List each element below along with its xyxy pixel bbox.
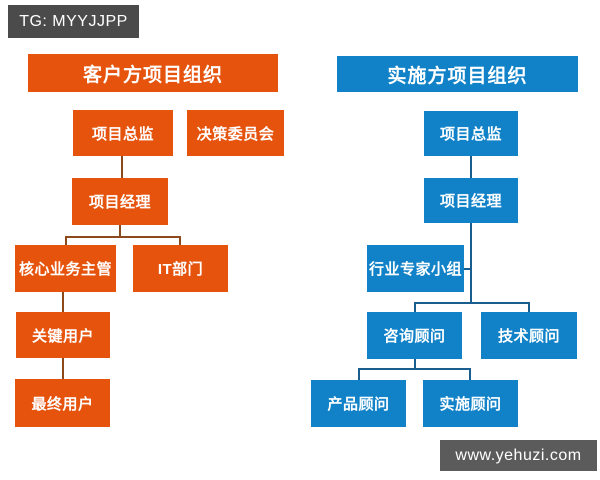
connector-line — [119, 225, 121, 237]
vendor-node-implementation-advisor: 实施顾问 — [423, 380, 518, 427]
connector-line — [414, 302, 530, 304]
connector-line — [470, 156, 472, 178]
client-node-decision-committee: 决策委员会 — [187, 110, 284, 156]
connector-line — [469, 368, 471, 380]
client-node-project-director: 项目总监 — [73, 110, 173, 156]
client-node-it-department: IT部门 — [133, 245, 228, 292]
client-node-key-users: 关键用户 — [16, 312, 110, 358]
client-org-title-text: 客户方项目组织 — [82, 64, 223, 86]
client-node-project-manager: 项目经理 — [72, 178, 168, 225]
vendor-node-project-director: 项目总监 — [424, 111, 518, 156]
watermark-bottom-right: www.yehuzi.com — [440, 440, 597, 471]
vendor-node-technical-advisor: 技术顾问 — [481, 312, 577, 359]
connector-line — [528, 302, 530, 312]
connector-line — [62, 358, 64, 379]
connector-line — [464, 268, 472, 270]
watermark-bottom-right-text: www.yehuzi.com — [455, 446, 582, 464]
connector-line — [62, 292, 64, 312]
client-node-end-users: 最终用户 — [15, 379, 110, 427]
connector-line — [470, 223, 472, 304]
connector-line — [358, 368, 360, 380]
vendor-node-consulting-advisor: 咨询顾问 — [367, 312, 462, 359]
vendor-org-title-text: 实施方项目组织 — [387, 65, 528, 87]
connector-line — [65, 236, 181, 238]
client-node-core-business-supervisor: 核心业务主管 — [15, 245, 116, 292]
client-org-title: 客户方项目组织 — [28, 54, 278, 92]
vendor-node-industry-expert-group: 行业专家小组 — [367, 245, 464, 292]
watermark-top-left-text: TG: MYYJJPP — [19, 12, 128, 30]
connector-line — [65, 236, 67, 245]
watermark-top-left: TG: MYYJJPP — [8, 5, 139, 38]
connector-line — [414, 302, 416, 312]
vendor-node-project-manager: 项目经理 — [424, 178, 518, 223]
connector-line — [358, 368, 471, 370]
vendor-org-title: 实施方项目组织 — [337, 56, 578, 92]
connector-line — [414, 359, 416, 370]
vendor-node-product-advisor: 产品顾问 — [311, 380, 406, 427]
connector-line — [121, 156, 123, 178]
connector-line — [179, 236, 181, 245]
